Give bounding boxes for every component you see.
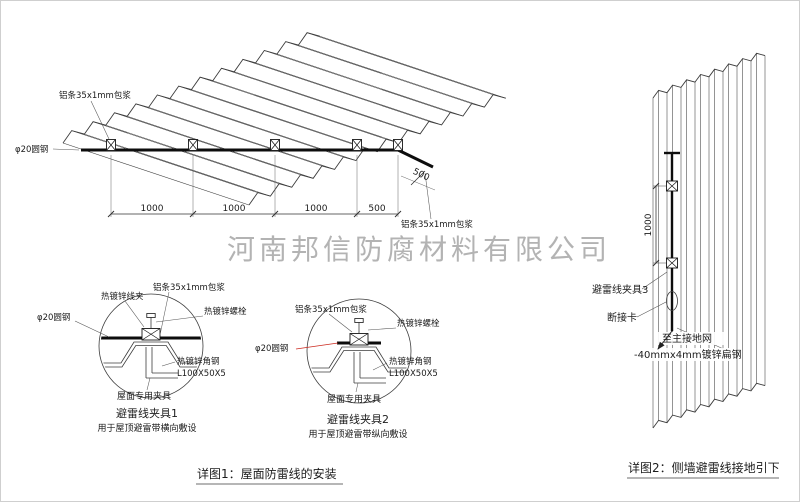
detail-1-angle-size-label: L100X50X5 [177, 369, 226, 379]
detail-1-strip-label: 铝条35x1mm包浆 [153, 282, 225, 293]
caption-detail-2: 详图2：侧墙避雷线接地引下 [628, 460, 780, 475]
roof-dim-4: 500 [368, 204, 385, 214]
wall-clamp-label: 避雷线夹具3 [592, 283, 648, 296]
roof-rod-label: φ20圆钢 [15, 144, 48, 155]
detail-1-angle-label: 热镀锌角钢 [177, 356, 220, 367]
watermark: 河南邦信防腐材料有限公司 [227, 233, 611, 266]
detail-2-strip-label: 铝条35x1mm包浆 [295, 304, 367, 315]
flatsteel-label-bg [631, 348, 729, 361]
detail-2-rod-label: φ20圆钢 [255, 343, 288, 354]
detail-2-angle-label: 热镀锌角钢 [389, 356, 432, 367]
detail-1-rod-label: φ20圆钢 [37, 312, 70, 323]
to-ground-arrow [657, 330, 673, 350]
wall-corrugated-sheet [652, 52, 766, 429]
wall-dim-1000: 1000 [644, 213, 654, 236]
ground-label-bg [658, 332, 724, 345]
wall-down-conductor-group: 1000 避雷线夹具3 断接卡 至主接地网 -40mmx4mm镀锌扁钢 [592, 151, 742, 361]
roof-dim-2: 1000 [223, 204, 246, 214]
caption-detail-1: 详图1：屋面防雷线的安装 [197, 466, 337, 481]
detail-2-internals [308, 318, 410, 384]
detail-2-bolt-label: 热镀锌螺栓 [397, 318, 440, 329]
roof-dimension-lines [107, 170, 436, 218]
roof-dim-1: 1000 [141, 204, 164, 214]
detail-1-subtitle: 用于屋顶避雷带横向敷设 [97, 422, 196, 434]
detail-2-angle-size-label: L100X50X5 [389, 369, 438, 379]
detail-1-title: 避雷线夹具1 [116, 406, 178, 420]
ground-label: 至主接地网 [662, 332, 712, 345]
detail-circle-2: 铝条35x1mm包浆 热镀锌螺栓 φ20圆钢 热镀锌角钢 L100X50X5 屋… [255, 298, 440, 440]
detail-1-bolt-label: 热镀锌螺栓 [204, 306, 247, 317]
disconnect-link-symbol [666, 291, 678, 311]
captions: 详图1：屋面防雷线的安装 详图2：侧墙避雷线接地引下 [196, 460, 780, 485]
roof-wire-clamps [106, 139, 403, 217]
flat-steel-label: -40mmx4mm镀锌扁钢 [634, 348, 742, 361]
roof-strip-label-right: 铝条35x1mm包浆 [401, 219, 473, 230]
detail-circle-1: 热镀锌线夹 铝条35x1mm包浆 热镀锌螺栓 φ20圆钢 热镀锌角钢 L100X… [37, 282, 247, 434]
detail-1-clip-label: 热镀锌线夹 [101, 291, 144, 302]
detail-1-leaders [74, 291, 204, 391]
roof-strip-label-top: 铝条35x1mm包浆 [59, 90, 131, 101]
roof-leader-lines [52, 100, 432, 220]
detail-2-fixture-label: 屋面专用夹具 [327, 393, 381, 405]
roof-corrugated-sheet [62, 32, 506, 206]
detail-2-subtitle: 用于屋顶避雷带纵向敷设 [308, 428, 407, 440]
detail-1-fixture-label: 屋面专用夹具 [117, 390, 171, 402]
detail-2-title: 避雷线夹具2 [327, 412, 389, 426]
roof-dim-3: 1000 [305, 204, 328, 214]
roof-lightning-wire [81, 148, 434, 169]
detail-2-leaders [295, 313, 397, 393]
disconnect-label: 断接卡 [607, 311, 637, 324]
